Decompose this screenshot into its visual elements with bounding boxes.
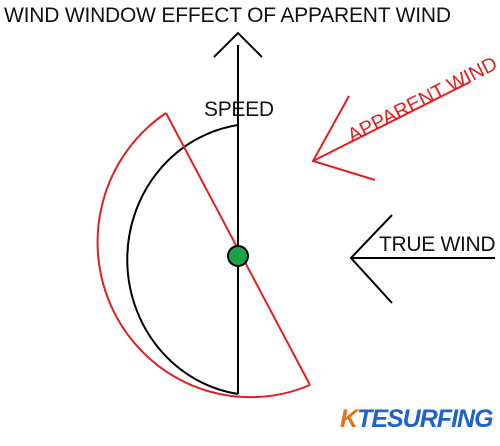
speed-arrowhead bbox=[213, 31, 263, 58]
speed-label: SPEED bbox=[204, 98, 274, 121]
diagram-title: WIND WINDOW EFFECT OF APPARENT WIND bbox=[4, 4, 451, 27]
logo-text: TESURFING bbox=[357, 405, 493, 433]
kitesurfing-logo: KTESURFING bbox=[340, 405, 494, 434]
true-wind-window-arc bbox=[126, 124, 239, 395]
kite-centre-marker bbox=[227, 245, 249, 267]
logo-k: K bbox=[340, 405, 358, 433]
apparent-wind-window-arc bbox=[96, 112, 311, 399]
apparent-wind-arrow-line bbox=[312, 81, 471, 162]
true-wind-label: TRUE WIND bbox=[379, 233, 496, 256]
